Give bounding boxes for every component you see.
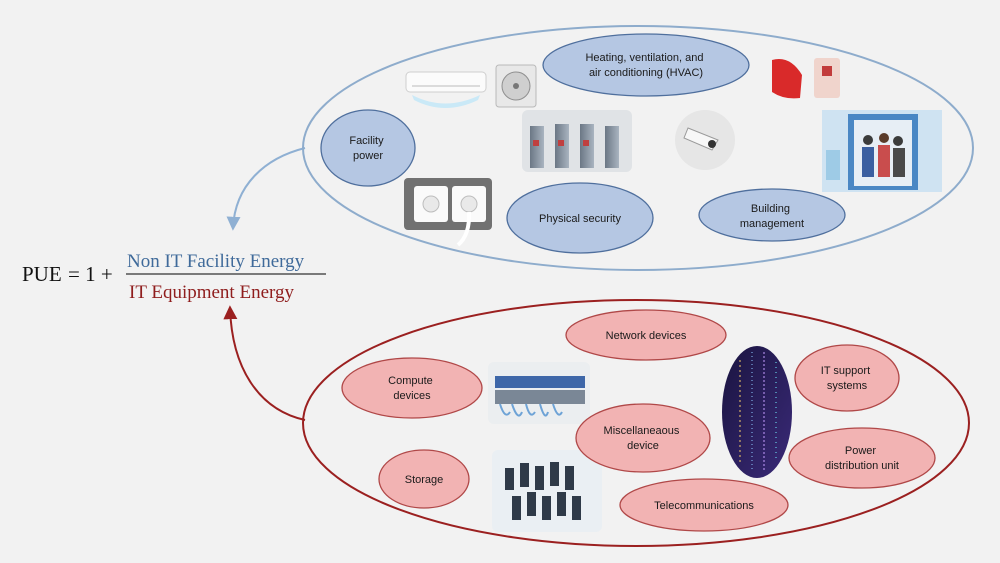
- node-power-distribution-unit-label: Power distribution unit: [825, 445, 899, 472]
- air-conditioner-icon: [405, 71, 487, 108]
- outdoor-ac-unit-icon: [495, 64, 537, 108]
- it-arrow: [223, 305, 306, 421]
- wall-socket-icon: [404, 178, 492, 247]
- formula-equals: = 1 +: [68, 262, 113, 286]
- node-miscellaneous-device: Miscellaneaous device: [575, 403, 711, 473]
- node-compute-devices-label: Compute devices: [388, 375, 436, 402]
- node-building-management: Building management: [698, 188, 846, 242]
- node-hvac: Heating, ventilation, and air conditioni…: [542, 33, 750, 97]
- elevator-icon: [822, 110, 942, 192]
- server-rack-lights-icon: [722, 346, 792, 478]
- facility-ellipse: [302, 25, 974, 271]
- turnstile-gates-icon: [522, 110, 632, 172]
- node-physical-security: Physical security: [506, 182, 654, 254]
- node-miscellaneous-device-label: Miscellaneaous device: [604, 425, 683, 452]
- node-storage: Storage: [378, 449, 470, 509]
- node-storage-label: Storage: [405, 474, 444, 486]
- node-facility-power: Facility power: [320, 109, 416, 187]
- node-network-devices-label: Network devices: [606, 330, 687, 342]
- node-network-devices: Network devices: [565, 309, 727, 361]
- node-compute-devices: Compute devices: [341, 357, 483, 419]
- node-power-distribution-unit: Power distribution unit: [788, 427, 936, 489]
- it-ellipse: [302, 299, 970, 547]
- pue-formula: PUE = 1 + Non IT Facility Energy IT Equi…: [22, 251, 326, 303]
- formula-denominator: IT Equipment Energy: [129, 282, 294, 303]
- node-telecommunications-label: Telecommunications: [654, 500, 754, 512]
- node-it-support-systems-label: IT support systems: [821, 365, 873, 392]
- node-it-support-systems: IT support systems: [794, 344, 900, 412]
- network-switch-icon: [488, 362, 590, 424]
- fire-alarm-icon: [772, 58, 840, 99]
- node-building-management-label: Building management: [740, 203, 804, 230]
- node-hvac-label: Heating, ventilation, and air conditioni…: [585, 52, 706, 79]
- formula-numerator: Non IT Facility Energy: [127, 251, 305, 272]
- node-physical-security-label: Physical security: [539, 213, 621, 225]
- formula-lhs: PUE: [22, 262, 62, 286]
- security-camera-icon: [675, 110, 735, 170]
- node-telecommunications: Telecommunications: [619, 478, 789, 532]
- facility-arrow: [226, 147, 306, 231]
- node-facility-power-label: Facility power: [349, 135, 386, 162]
- server-room-icon: [492, 450, 602, 532]
